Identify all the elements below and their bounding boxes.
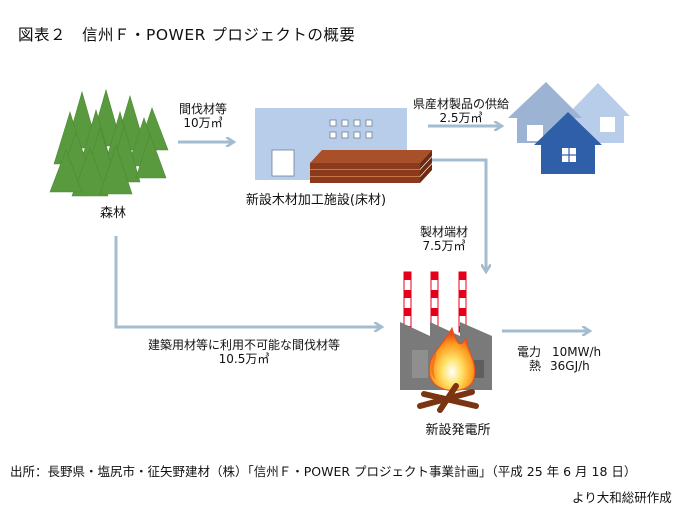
output-value-power: 10MW/h <box>552 345 602 359</box>
arrow-sawmill-to-plant <box>432 158 486 270</box>
flow-value-mill-ends: 7.5万㎥ <box>422 239 466 253</box>
flow-label-thinned-timber: 間伐材等 <box>178 102 228 116</box>
diagram-title: 図表２ 信州Ｆ・POWER プロジェクトの概要 <box>18 26 356 44</box>
output-value-heat: 36GJ/h <box>550 359 590 373</box>
source-note: 出所：長野県・塩尻市・征矢野建材（株）「信州Ｆ・POWER プロジェクト事業計画… <box>10 464 637 479</box>
flow-label-unusable: 建築用材等に利用不可能な間伐材等 <box>147 338 341 352</box>
flow-value-unusable: 10.5万㎥ <box>218 352 270 366</box>
forest-icon <box>49 88 169 197</box>
fire-icon <box>417 326 479 413</box>
output-label-power: 電力 <box>517 345 542 359</box>
arrow-forest-to-plant <box>114 236 380 327</box>
houses-icon <box>508 82 630 174</box>
flow-value-products: 2.5万㎥ <box>439 111 483 125</box>
node-label-sawmill: 新設木材加工施設(床材) <box>245 193 387 208</box>
flow-label-products: 県産材製品の供給 <box>412 97 510 111</box>
lumber-stack-icon <box>310 150 432 183</box>
node-label-power-plant: 新設発電所 <box>425 423 491 438</box>
credit-note: より大和総研作成 <box>572 490 672 505</box>
flow-value-thinned-timber: 10万㎥ <box>183 116 223 130</box>
node-label-forest: 森林 <box>99 206 127 221</box>
flow-label-mill-ends: 製材端材 <box>419 225 469 239</box>
output-label-heat: 熱 <box>529 359 542 373</box>
